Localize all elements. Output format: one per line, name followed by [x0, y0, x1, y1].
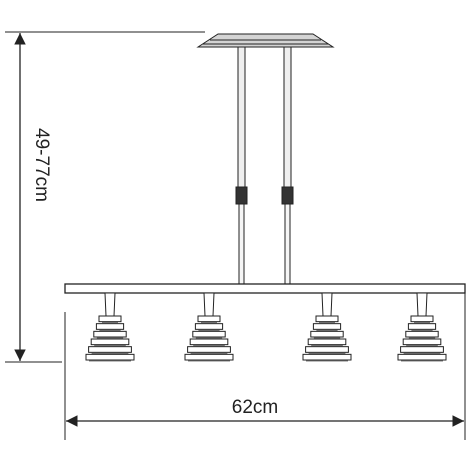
suspension-rod-left	[235, 46, 248, 285]
lamp-shade	[85, 292, 135, 362]
ceiling-canopy	[196, 33, 335, 48]
width-label: 62cm	[232, 397, 278, 418]
lamp-shade	[184, 292, 234, 362]
shades-group	[85, 292, 447, 362]
suspension-rods	[235, 46, 294, 285]
height-label: 49-77cm	[31, 128, 52, 202]
height-dimension: 49-77cm	[5, 31, 205, 363]
lamp-shade	[397, 292, 447, 362]
lamp-bar	[64, 283, 466, 294]
lamp-shade	[302, 292, 352, 362]
suspension-rod-right	[281, 46, 294, 285]
width-dimension: 62cm	[64, 290, 466, 440]
